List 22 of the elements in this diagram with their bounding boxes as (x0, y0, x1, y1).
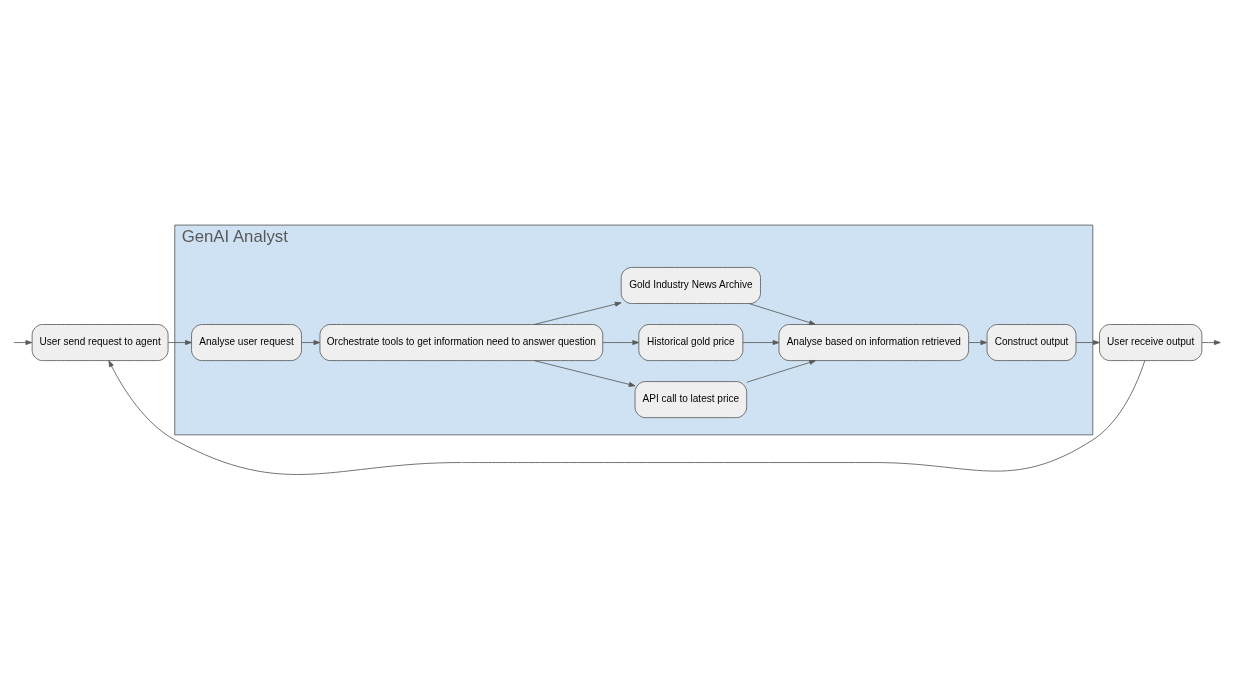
node-box: Historical gold price (638, 323, 744, 361)
arrow (533, 359, 636, 387)
node-box: Analyse user request (191, 323, 302, 361)
arrow (167, 339, 192, 345)
arrow (748, 302, 816, 325)
arrow (742, 339, 780, 345)
arrow (108, 359, 1146, 475)
node-box: Orchestrate tools to get information need to answer question (319, 323, 604, 361)
node-box: User send request to agent (31, 323, 169, 361)
node-box: Gold Industry News Archive (620, 266, 761, 304)
node-box: Analyse based on information retrieved (778, 323, 969, 361)
arrow (602, 339, 640, 345)
arrow (1201, 339, 1221, 345)
node-box: Construct output (986, 323, 1077, 361)
arrow (1075, 339, 1100, 345)
arrow (533, 301, 622, 325)
node-box: User receive output (1099, 323, 1203, 361)
arrow (301, 339, 321, 345)
arrow (968, 339, 988, 345)
node-box: API call to latest price (634, 380, 748, 418)
arrow (746, 359, 816, 383)
arrow (13, 339, 33, 345)
